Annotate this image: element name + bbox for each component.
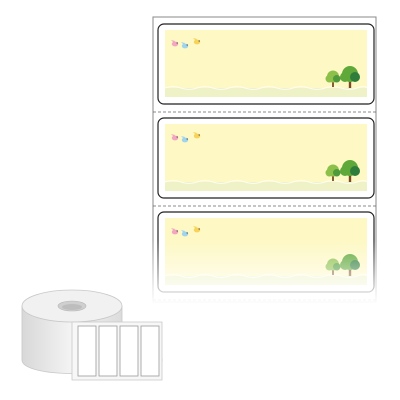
bird-eye bbox=[186, 232, 188, 234]
bird-eye bbox=[176, 136, 178, 138]
bird-icon bbox=[193, 38, 201, 45]
tree-icon bbox=[340, 66, 360, 88]
roll-label bbox=[140, 325, 160, 377]
tree-crown bbox=[340, 166, 350, 176]
bird-icon bbox=[181, 230, 189, 237]
tree-crown bbox=[350, 166, 360, 176]
label-bottom-band bbox=[165, 182, 367, 191]
bird-wing bbox=[171, 228, 175, 231]
bird-wing bbox=[171, 40, 175, 43]
tree-crown bbox=[325, 75, 333, 83]
tree-crown bbox=[325, 169, 333, 177]
bird-eye bbox=[198, 40, 200, 42]
sheet-fade bbox=[150, 240, 382, 305]
tree-crown bbox=[340, 72, 350, 82]
bird-eye bbox=[198, 228, 200, 230]
bird-body bbox=[181, 137, 189, 143]
tree-crown bbox=[350, 72, 360, 82]
tree-crown bbox=[333, 169, 341, 177]
bird-wing bbox=[171, 134, 175, 137]
bird-icon bbox=[181, 136, 189, 143]
label-bottom-band bbox=[165, 88, 367, 97]
bird-body bbox=[171, 135, 179, 141]
bird-icon bbox=[171, 40, 179, 47]
label-item bbox=[157, 117, 375, 199]
bird-eye bbox=[198, 134, 200, 136]
bird-body bbox=[181, 231, 189, 237]
label-roll-icon bbox=[21, 289, 163, 381]
bird-wing bbox=[181, 136, 185, 139]
bird-icon bbox=[171, 134, 179, 141]
roll-label bbox=[98, 325, 118, 377]
label-wave bbox=[164, 86, 368, 90]
tree-icon bbox=[340, 160, 360, 182]
bird-body bbox=[193, 227, 201, 233]
bird-wing bbox=[193, 38, 197, 41]
bird-eye bbox=[176, 42, 178, 44]
bird-body bbox=[193, 39, 201, 45]
bird-body bbox=[171, 229, 179, 235]
bird-icon bbox=[171, 228, 179, 235]
tree-icon bbox=[325, 70, 341, 87]
tree-icon bbox=[325, 164, 341, 181]
tree-crown bbox=[333, 75, 341, 83]
bird-body bbox=[171, 41, 179, 47]
bird-eye bbox=[186, 44, 188, 46]
bird-icon bbox=[193, 226, 201, 233]
label-item bbox=[157, 23, 375, 105]
bird-wing bbox=[193, 226, 197, 229]
bird-icon bbox=[193, 132, 201, 139]
roll-core-inner bbox=[62, 304, 82, 310]
bird-eye bbox=[176, 230, 178, 232]
bird-wing bbox=[181, 42, 185, 45]
bird-wing bbox=[181, 230, 185, 233]
roll-label bbox=[77, 325, 97, 377]
bird-wing bbox=[193, 132, 197, 135]
bird-icon bbox=[181, 42, 189, 49]
bird-eye bbox=[186, 138, 188, 140]
label-wave bbox=[164, 180, 368, 184]
bird-body bbox=[193, 133, 201, 139]
roll-label bbox=[119, 325, 139, 377]
bird-body bbox=[181, 43, 189, 49]
